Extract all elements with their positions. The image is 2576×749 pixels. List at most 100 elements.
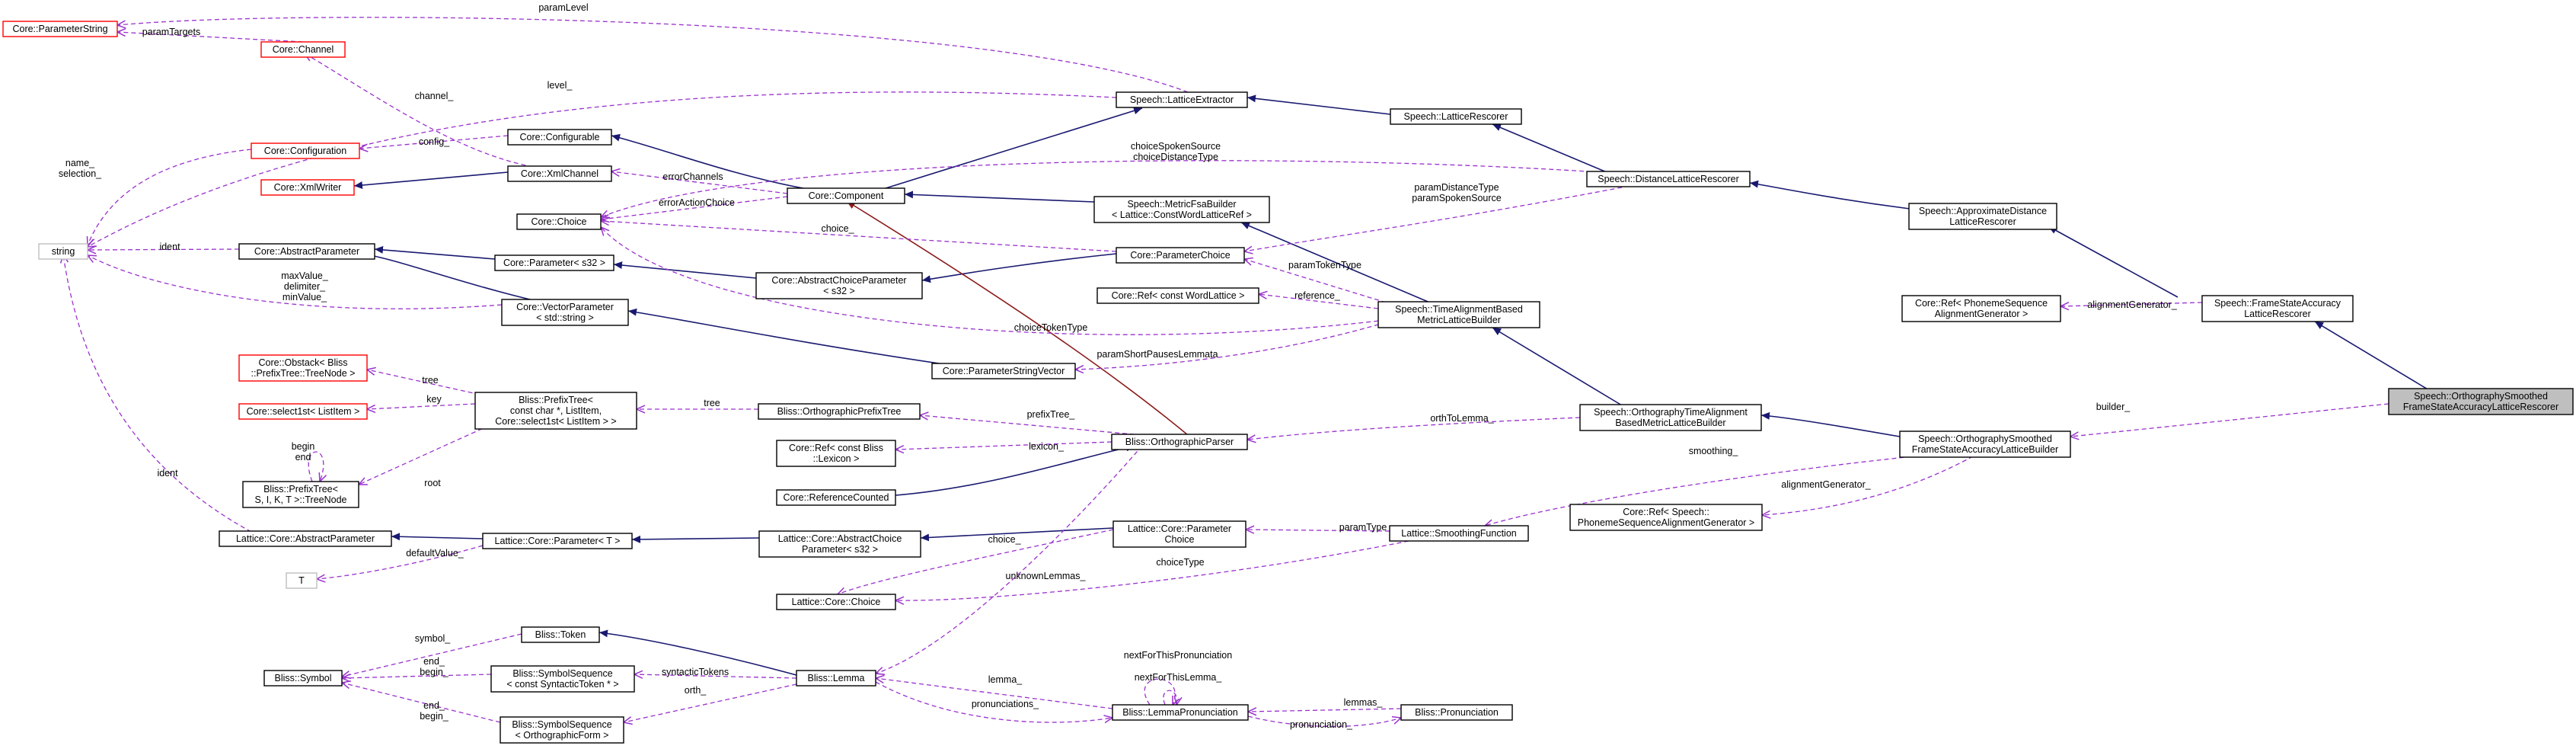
class-node-prefix-tree[interactable]: Bliss::PrefixTree<const char *, ListItem… xyxy=(474,392,637,430)
edge-orth xyxy=(624,683,797,722)
edge-next-for-this-pronunciation xyxy=(1144,678,1175,705)
class-node-lattice-parameter-choice[interactable]: Lattice::Core::ParameterChoice xyxy=(1112,520,1247,548)
edge-param-token-type xyxy=(1244,259,1394,306)
class-node-label: Core::AbstractChoiceParameter xyxy=(771,275,906,286)
class-node-configurable[interactable]: Core::Configurable xyxy=(507,129,612,146)
class-node-label: Bliss::PrefixTree< xyxy=(519,395,593,405)
class-node-orthographic-parser[interactable]: Bliss::OrthographicParser xyxy=(1111,434,1248,450)
class-node-lattice-abstract-choice-parameter[interactable]: Lattice::Core::AbstractChoiceParameter< … xyxy=(758,530,921,558)
class-node-smoothing-function[interactable]: Lattice::SmoothingFunction xyxy=(1389,525,1529,542)
class-node-box xyxy=(787,187,905,204)
class-node-label: Core::ParameterChoice xyxy=(1130,250,1230,261)
class-node-label: < std::string > xyxy=(536,312,594,323)
class-node-label: Speech::MetricFsaBuilder xyxy=(1127,199,1236,210)
class-node-symbol[interactable]: Bliss::Symbol xyxy=(263,670,343,687)
class-node-channel[interactable]: Core::Channel xyxy=(260,41,346,58)
edge-label-end-begin-1: end_ xyxy=(423,656,445,667)
class-node-lemma-pronunciation[interactable]: Bliss::LemmaPronunciation xyxy=(1112,704,1249,721)
class-node-box xyxy=(521,626,600,643)
class-node-configuration[interactable]: Core::Configuration xyxy=(251,142,360,159)
class-node-label: ::PrefixTree::TreeNode > xyxy=(251,368,356,379)
edge-time-alignment-to-ortho-time-alignment xyxy=(1492,327,1623,406)
class-node-box xyxy=(263,670,343,687)
edge-choice-lower xyxy=(838,529,1114,594)
class-node-distance-lattice-rescorer[interactable]: Speech::DistanceLatticeRescorer xyxy=(1586,171,1751,187)
edge-lexicon xyxy=(895,441,1112,450)
class-node-lattice-extractor[interactable]: Speech::LatticeExtractor xyxy=(1116,91,1248,108)
class-node-orthography-smoothed-builder[interactable]: Speech::OrthographySmoothedFrameStateAcc… xyxy=(1899,431,2071,458)
class-node-box xyxy=(238,243,375,260)
class-node-ref-word-lattice[interactable]: Core::Ref< const WordLattice > xyxy=(1096,287,1259,304)
class-node-reference-counted[interactable]: Core::ReferenceCounted xyxy=(776,489,896,506)
class-node-orthography-time-alignment-builder[interactable]: Speech::OrthographyTimeAlignmentBasedMet… xyxy=(1579,404,1762,431)
class-node-box xyxy=(1569,504,1763,531)
class-node-abstract-choice-parameter[interactable]: Core::AbstractChoiceParameter< s32 > xyxy=(755,272,923,299)
edge-name-selection xyxy=(88,149,252,245)
class-node-orthography-smoothed-rescorer[interactable]: Speech::OrthographySmoothedFrameStateAcc… xyxy=(2388,388,2574,415)
class-node-lattice-abstract-parameter[interactable]: Lattice::Core::AbstractParameter xyxy=(219,530,392,547)
edge-label-smoothing: smoothing_ xyxy=(1689,446,1739,456)
edge-label-level: level_ xyxy=(547,80,573,91)
class-node-label: const char *, ListItem, xyxy=(510,405,602,416)
class-node-parameter-string[interactable]: Core::ParameterString xyxy=(2,21,118,37)
edge-label-next-for-this-pronunciation: nextForThisPronunciation xyxy=(1124,650,1232,661)
class-node-ref-phoneme-alignment[interactable]: Core::Ref< PhonemeSequenceAlignmentGener… xyxy=(1901,295,2061,322)
edge-label-max-value: maxValue_ xyxy=(281,270,329,281)
edge-end-begin-2 xyxy=(342,683,501,723)
edge-component-to-lattice-extractor xyxy=(883,107,1143,190)
class-node-lattice-rescorer[interactable]: Speech::LatticeRescorer xyxy=(1390,108,1522,125)
class-node-lattice-choice[interactable]: Lattice::Core::Choice xyxy=(776,594,896,610)
class-node-vector-parameter[interactable]: Core::VectorParameter< std::string > xyxy=(501,299,629,326)
class-node-component[interactable]: Core::Component xyxy=(787,187,905,204)
edge-label-lexicon: lexicon_ xyxy=(1029,441,1065,452)
class-node-ref-lexicon[interactable]: Core::Ref< const Bliss::Lexicon > xyxy=(776,440,896,467)
edge-channel xyxy=(305,53,534,168)
class-node-lemma[interactable]: Bliss::Lemma xyxy=(796,670,876,687)
class-node-parameter-string-vector[interactable]: Core::ParameterStringVector xyxy=(931,363,1076,379)
class-node-label: Core::Parameter< s32 > xyxy=(503,258,605,268)
class-node-parameter-choice[interactable]: Core::ParameterChoice xyxy=(1116,247,1245,264)
class-node-tree-node[interactable]: Bliss::PrefixTree<S, I, K, T >::TreeNode xyxy=(242,481,359,508)
class-node-token[interactable]: Bliss::Token xyxy=(521,626,600,643)
class-node-t[interactable]: T xyxy=(286,572,318,589)
class-node-parameter-s32[interactable]: Core::Parameter< s32 > xyxy=(494,254,614,271)
edge-label-name-selection: selection_ xyxy=(59,168,102,179)
class-node-orthographic-prefix-tree[interactable]: Bliss::OrthographicPrefixTree xyxy=(758,403,921,420)
class-node-xml-writer[interactable]: Core::XmlWriter xyxy=(260,179,355,196)
class-node-box xyxy=(507,129,612,146)
class-node-label: Core::Ref< Speech:: xyxy=(1623,507,1709,517)
edge-distance-rescorer-to-approximate xyxy=(1749,180,1910,210)
edge-lemmas xyxy=(1248,709,1402,712)
edge-next-for-this-lemma xyxy=(1163,690,1177,705)
class-node-string[interactable]: string xyxy=(38,243,88,260)
class-node-xml-channel[interactable]: Core::XmlChannel xyxy=(507,165,612,182)
edge-label-choice-spoken-source: choiceDistanceType xyxy=(1133,152,1218,162)
class-node-select1st[interactable]: Core::select1st< ListItem > xyxy=(238,403,368,420)
class-node-obstack[interactable]: Core::Obstack< Bliss::PrefixTree::TreeNo… xyxy=(238,354,368,382)
class-node-frame-state-accuracy-rescorer[interactable]: Speech::FrameStateAccuracyLatticeRescore… xyxy=(2201,295,2354,322)
edge-choice xyxy=(601,221,1117,252)
class-node-box xyxy=(1096,287,1259,304)
edge-lattice-abstract-to-lattice-parameter xyxy=(391,533,484,541)
class-node-symbol-sequence-orthographic[interactable]: Bliss::SymbolSequence< OrthographicForm … xyxy=(500,716,624,744)
class-node-pronunciation[interactable]: Bliss::Pronunciation xyxy=(1400,704,1513,721)
edge-label-reference: reference_ xyxy=(1294,290,1341,301)
class-node-approximate-distance-rescorer[interactable]: Speech::ApproximateDistanceLatticeRescor… xyxy=(1908,203,2057,230)
edge-error-action-choice xyxy=(601,196,788,219)
class-node-box xyxy=(242,481,359,508)
class-node-metric-fsa-builder[interactable]: Speech::MetricFsaBuilder< Lattice::Const… xyxy=(1093,196,1270,223)
class-node-choice[interactable]: Core::Choice xyxy=(516,213,602,230)
class-node-label: Parameter< s32 > xyxy=(802,544,878,555)
edge-lattice-parameter-to-lattice-abstract-choice xyxy=(631,535,760,543)
class-node-box xyxy=(796,670,876,687)
edge-ident xyxy=(88,249,240,250)
class-node-label: Speech::LatticeRescorer xyxy=(1404,111,1508,122)
edges-layer xyxy=(63,17,2430,728)
class-node-lattice-parameter-t[interactable]: Lattice::Core::Parameter< T > xyxy=(482,533,633,549)
edge-error-channels xyxy=(611,171,788,194)
class-node-symbol-sequence-syntactic[interactable]: Bliss::SymbolSequence< const SyntacticTo… xyxy=(490,665,635,693)
class-node-box xyxy=(1377,301,1540,328)
class-node-abstract-parameter[interactable]: Core::AbstractParameter xyxy=(238,243,375,260)
class-node-ref-speech-alignment[interactable]: Core::Ref< Speech::PhonemeSequenceAlignm… xyxy=(1569,504,1763,531)
class-node-time-alignment-builder[interactable]: Speech::TimeAlignmentBasedMetricLatticeB… xyxy=(1377,301,1540,328)
